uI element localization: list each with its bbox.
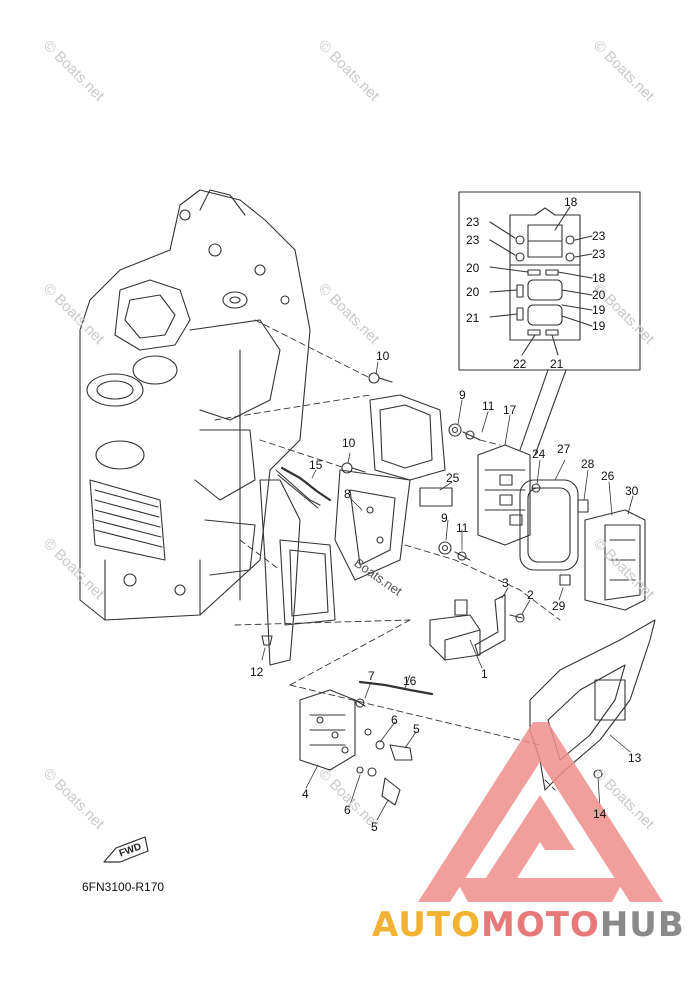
detail-inset-box	[458, 191, 641, 371]
callout-27: 27	[557, 442, 571, 456]
callout-25: 25	[446, 471, 460, 485]
callout-11: 11	[482, 399, 495, 413]
callout-6: 6	[344, 803, 351, 817]
cover-30-drawing	[584, 509, 646, 611]
callout-3: 3	[502, 576, 509, 590]
engine-block-drawing	[79, 189, 311, 621]
callout-9: 9	[459, 388, 466, 402]
callout-9: 9	[441, 511, 448, 525]
callout-5: 5	[371, 820, 378, 834]
callout-19: 19	[592, 319, 606, 333]
callout-20: 20	[592, 288, 606, 302]
callout-23: 23	[592, 247, 606, 261]
brand-part-auto: AUTO	[372, 905, 481, 945]
brand-part-hub: HUB	[599, 905, 685, 945]
callout-20: 20	[466, 285, 480, 299]
callout-16: 16	[403, 674, 417, 688]
callout-6: 6	[391, 713, 398, 727]
callout-24: 24	[532, 447, 546, 461]
ecu-module-drawing	[477, 444, 531, 546]
callout-2: 2	[527, 588, 534, 602]
fwd-arrow-icon	[103, 836, 149, 863]
relay-drawing	[429, 599, 481, 661]
callout-15: 15	[309, 458, 323, 472]
callout-22: 22	[513, 357, 527, 371]
callout-18: 18	[592, 271, 606, 285]
callout-23: 23	[466, 215, 480, 229]
cable-tie-15-drawing	[280, 466, 332, 502]
callout-29: 29	[552, 599, 566, 613]
inset-part-drawing	[489, 206, 593, 356]
callout-4: 4	[302, 787, 309, 801]
callout-8: 8	[344, 487, 351, 501]
brand-wordmark: AUTOMOTOHUB	[372, 905, 685, 945]
callout-18: 18	[564, 195, 578, 209]
callout-5: 5	[413, 722, 420, 736]
callout-11: 11	[456, 521, 469, 535]
left-bracket-drawing	[259, 469, 336, 666]
callout-30: 30	[625, 484, 639, 498]
callout-10: 10	[342, 436, 356, 450]
callout-23: 23	[466, 233, 480, 247]
callout-17: 17	[503, 403, 517, 417]
callout-23: 23	[592, 229, 606, 243]
callout-21: 21	[466, 311, 480, 325]
callout-1: 1	[481, 667, 488, 681]
rectifier-drawing	[299, 689, 356, 771]
callout-12: 12	[250, 665, 264, 679]
diagram-reference-code: 6FN3100-R170	[82, 880, 165, 894]
fasteners-drawing	[261, 372, 603, 806]
cable-tie-16-drawing	[358, 680, 434, 696]
callout-10: 10	[376, 349, 390, 363]
callout-19: 19	[592, 303, 606, 317]
callout-21: 21	[550, 357, 564, 371]
bracket-3-drawing	[474, 594, 506, 656]
callout-14: 14	[593, 807, 607, 821]
automotohub-triangle-logo	[418, 722, 663, 902]
callout-20: 20	[466, 261, 480, 275]
gasket-27-drawing	[519, 479, 579, 571]
callout-13: 13	[628, 751, 642, 765]
brand-part-moto: MOTO	[480, 905, 600, 945]
callout-7: 7	[368, 669, 375, 683]
bracket-drawing	[334, 394, 446, 581]
callout-26: 26	[601, 469, 615, 483]
callout-28: 28	[581, 457, 595, 471]
